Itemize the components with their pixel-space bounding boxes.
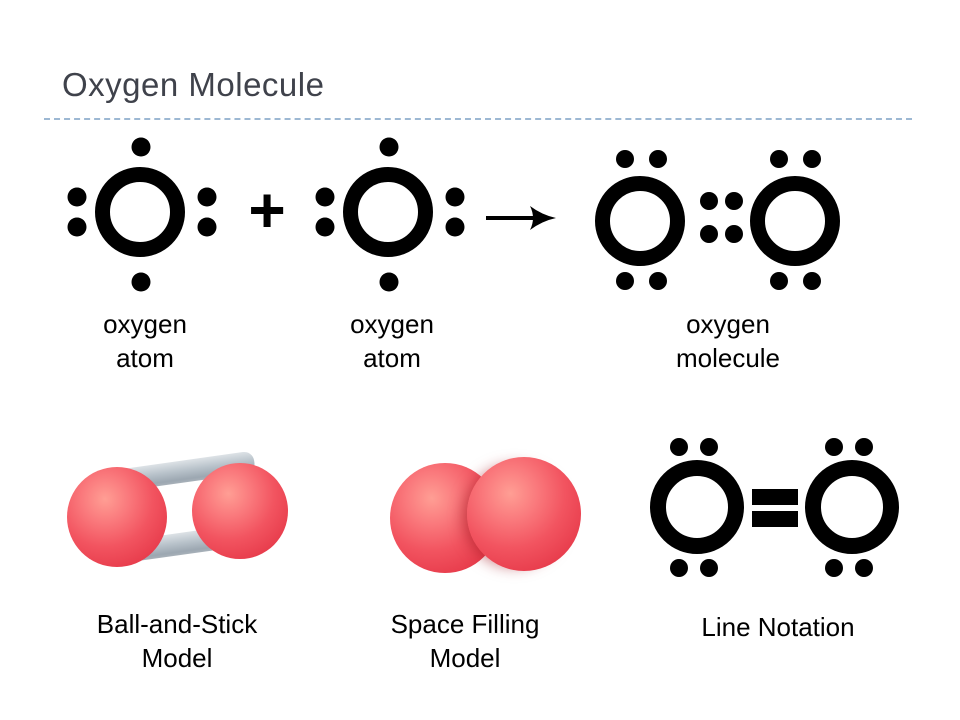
electron-dot [700, 438, 718, 456]
plus-sign: + [248, 174, 286, 246]
shared-electron-dot [700, 192, 718, 210]
space-filling-model-image [380, 450, 590, 585]
oxygen-sphere-right [467, 457, 581, 571]
electron-dot [67, 187, 87, 207]
electron-dot [670, 438, 688, 456]
electron-dot [770, 150, 788, 168]
ball-and-stick-model-image [55, 445, 300, 580]
label-oxygen-atom-1: oxygen atom [103, 309, 187, 373]
oxygen-ring [343, 167, 433, 257]
electron-dot [67, 217, 87, 237]
electron-dot [670, 559, 688, 577]
lewis-oxygen-molecule-diagram [595, 150, 840, 290]
lewis-oxygen-atom-1-diagram [67, 137, 217, 292]
shared-electron-dot [700, 225, 718, 243]
oxygen-sphere-right [192, 463, 288, 559]
electron-dot [616, 272, 634, 290]
page-title: Oxygen Molecule [62, 66, 325, 103]
electron-dot [131, 272, 151, 292]
electron-dot [700, 559, 718, 577]
lewis-oxygen-atom-2-diagram [315, 137, 465, 292]
shared-electron-dot [725, 192, 743, 210]
electron-dot [649, 150, 667, 168]
electron-dot [379, 137, 399, 157]
title-divider-dashed-line [44, 118, 912, 120]
oxygen-ring [95, 167, 185, 257]
oxygen-sphere-left [67, 467, 167, 567]
electron-dot [770, 272, 788, 290]
line-notation-diagram [650, 438, 899, 577]
electron-dot [855, 559, 873, 577]
oxygen-ring [805, 460, 899, 554]
electron-dot [803, 272, 821, 290]
right-arrow-icon [486, 206, 556, 230]
electron-dot [197, 187, 217, 207]
electron-dot [315, 217, 335, 237]
double-bond-bar [752, 489, 798, 505]
electron-dot [131, 137, 151, 157]
label-ball-and-stick-model: Ball-and-Stick Model [96, 609, 258, 673]
label-oxygen-molecule: oxygen molecule [675, 309, 781, 373]
electron-dot [379, 272, 399, 292]
electron-dot [197, 217, 217, 237]
electron-dot [855, 438, 873, 456]
electron-dot [616, 150, 634, 168]
oxygen-ring [650, 460, 744, 554]
double-bond-bar [752, 511, 798, 527]
oxygen-ring [595, 176, 685, 266]
electron-dot [803, 150, 821, 168]
shared-electron-dot [725, 225, 743, 243]
electron-dot [445, 187, 465, 207]
label-line-notation: Line Notation [701, 612, 855, 642]
electron-dot [825, 559, 843, 577]
oxygen-ring [750, 176, 840, 266]
label-space-filling-model: Space Filling Model [390, 609, 540, 673]
electron-dot [445, 217, 465, 237]
electron-dot [649, 272, 667, 290]
label-oxygen-atom-2: oxygen atom [350, 309, 434, 373]
electron-dot [825, 438, 843, 456]
electron-dot [315, 187, 335, 207]
